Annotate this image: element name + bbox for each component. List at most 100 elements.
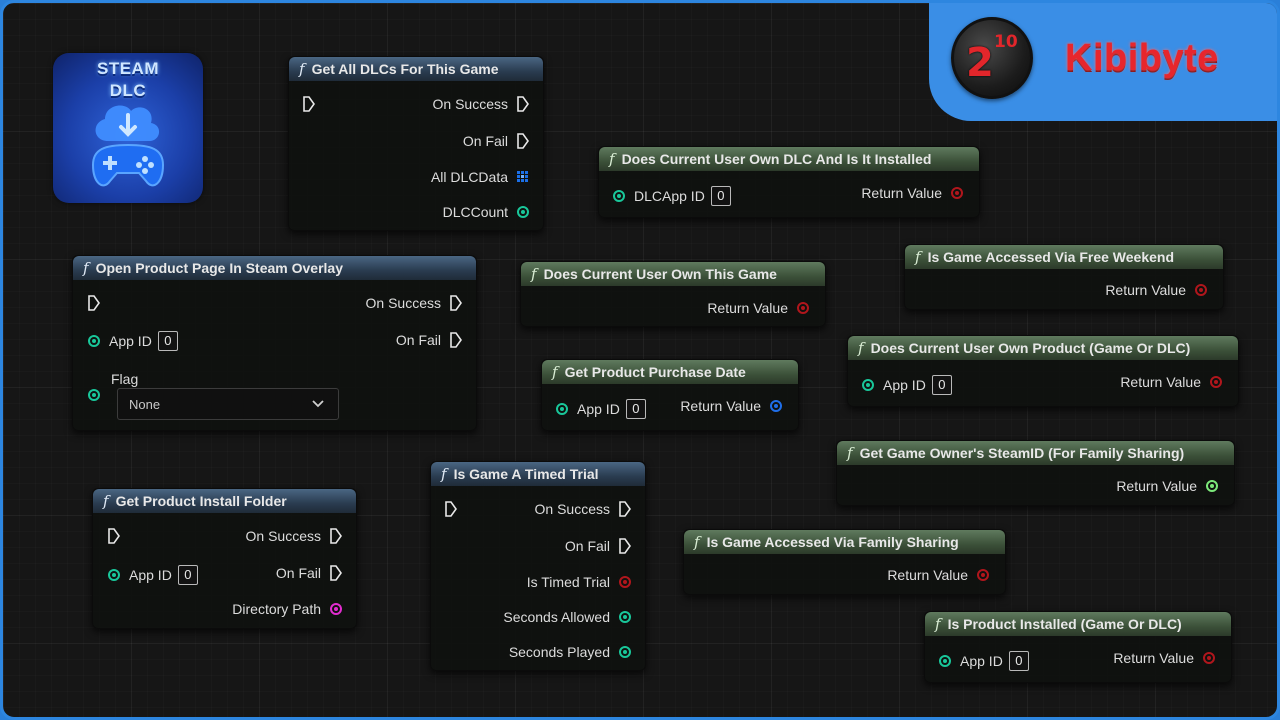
node-header[interactable]: f Is Game Accessed Via Free Weekend <box>905 245 1223 269</box>
on-fail-pin[interactable]: On Fail <box>463 130 529 152</box>
app-id-input[interactable]: 0 <box>1008 651 1029 671</box>
exec-in-pin[interactable] <box>88 292 100 314</box>
data-pin-icon <box>939 655 951 667</box>
return-value-pin[interactable]: Return Value <box>1116 475 1218 497</box>
return-value-pin[interactable]: Return Value <box>861 182 963 204</box>
pin-label: App ID <box>129 567 172 583</box>
flag-pin[interactable] <box>88 384 100 406</box>
data-pin-icon <box>619 611 631 623</box>
node-purchase-date[interactable]: f Get Product Purchase Date App ID 0 Ret… <box>541 359 799 431</box>
on-success-pin[interactable]: On Success <box>366 292 462 314</box>
node-header[interactable]: f Get Product Install Folder <box>93 489 356 513</box>
function-icon: f <box>935 615 941 633</box>
node-family-sharing[interactable]: f Is Game Accessed Via Family Sharing Re… <box>683 529 1006 595</box>
data-pin-icon <box>1203 652 1215 664</box>
node-header[interactable]: f Get All DLCs For This Game <box>289 57 543 81</box>
on-success-pin[interactable]: On Success <box>433 93 529 115</box>
node-header[interactable]: f Does Current User Own DLC And Is It In… <box>599 147 979 171</box>
dlc-count-pin[interactable]: DLCCount <box>443 201 529 223</box>
node-get-install-folder[interactable]: f Get Product Install Folder On Success … <box>92 488 357 629</box>
app-id-input[interactable]: 0 <box>177 565 198 585</box>
data-pin-icon <box>862 379 874 391</box>
node-title: Get All DLCs For This Game <box>311 61 499 77</box>
exec-in-pin[interactable] <box>108 525 120 547</box>
is-timed-trial-pin[interactable]: Is Timed Trial <box>527 571 631 593</box>
directory-path-pin[interactable]: Directory Path <box>232 598 342 620</box>
node-header[interactable]: f Open Product Page In Steam Overlay <box>73 256 476 280</box>
on-fail-pin[interactable]: On Fail <box>565 535 631 557</box>
pin-label: Return Value <box>1105 282 1186 298</box>
node-header[interactable]: f Is Game A Timed Trial <box>431 462 645 486</box>
data-pin-icon <box>951 187 963 199</box>
node-owns-game[interactable]: f Does Current User Own This Game Return… <box>520 261 826 327</box>
node-header[interactable]: f Does Current User Own This Game <box>521 262 825 286</box>
node-header[interactable]: f Get Product Purchase Date <box>542 360 798 384</box>
node-timed-trial[interactable]: f Is Game A Timed Trial On Success On Fa… <box>430 461 646 671</box>
node-open-product-page[interactable]: f Open Product Page In Steam Overlay On … <box>72 255 477 431</box>
app-id-pin[interactable]: App ID 0 <box>108 564 198 586</box>
on-success-pin[interactable]: On Success <box>246 525 342 547</box>
node-title: Is Game Accessed Via Free Weekend <box>927 249 1174 265</box>
seconds-played-pin[interactable]: Seconds Played <box>509 641 631 663</box>
data-pin-icon <box>619 576 631 588</box>
node-free-weekend[interactable]: f Is Game Accessed Via Free Weekend Retu… <box>904 244 1224 310</box>
app-id-pin[interactable]: App ID 0 <box>862 374 952 396</box>
pin-label: DLCCount <box>442 204 508 220</box>
app-id-input[interactable]: 0 <box>931 375 952 395</box>
app-id-input[interactable]: 0 <box>157 331 178 351</box>
pin-label: Return Value <box>680 398 761 414</box>
return-value-pin[interactable]: Return Value <box>1120 371 1222 393</box>
app-id-pin[interactable]: App ID 0 <box>939 650 1029 672</box>
return-value-pin[interactable]: Return Value <box>1105 279 1207 301</box>
on-fail-pin[interactable]: On Fail <box>396 329 462 351</box>
node-product-installed[interactable]: f Is Product Installed (Game Or DLC) App… <box>924 611 1232 683</box>
return-value-pin[interactable]: Return Value <box>707 297 809 319</box>
steam-logo-line2: DLC <box>109 81 147 100</box>
exec-in-pin[interactable] <box>303 93 315 115</box>
pin-label: On Success <box>365 295 441 311</box>
node-header[interactable]: f Is Product Installed (Game Or DLC) <box>925 612 1231 636</box>
function-icon: f <box>103 492 109 510</box>
pin-label: App ID <box>577 401 620 417</box>
on-success-pin[interactable]: On Success <box>535 498 631 520</box>
pin-label: On Fail <box>395 332 441 348</box>
exec-in-pin[interactable] <box>445 498 457 520</box>
app-id-pin[interactable]: App ID 0 <box>556 398 646 420</box>
node-owns-product[interactable]: f Does Current User Own Product (Game Or… <box>847 335 1239 407</box>
node-owner-steamid[interactable]: f Get Game Owner's SteamID (For Family S… <box>836 440 1235 506</box>
dlc-app-id-pin[interactable]: DLCApp ID 0 <box>613 185 731 207</box>
exec-pin-icon <box>517 96 529 112</box>
pin-label: On Fail <box>564 538 610 554</box>
app-id-pin[interactable]: App ID 0 <box>88 330 178 352</box>
node-header[interactable]: f Does Current User Own Product (Game Or… <box>848 336 1238 360</box>
pin-label: Return Value <box>707 300 788 316</box>
pin-label: On Success <box>534 501 610 517</box>
exec-pin-icon <box>108 528 120 544</box>
all-dlc-data-pin[interactable]: All DLCData <box>431 166 529 188</box>
pin-label: On Fail <box>275 565 321 581</box>
function-icon: f <box>847 444 853 462</box>
node-header[interactable]: f Is Game Accessed Via Family Sharing <box>684 530 1005 554</box>
dlc-app-id-input[interactable]: 0 <box>710 186 731 206</box>
pin-label: Return Value <box>861 185 942 201</box>
return-value-pin[interactable]: Return Value <box>680 395 782 417</box>
flag-dropdown[interactable]: None <box>117 388 339 420</box>
return-value-pin[interactable]: Return Value <box>1113 647 1215 669</box>
node-title: Does Current User Own This Game <box>543 266 777 282</box>
logo-base: 2 <box>966 40 994 86</box>
brand-banner: 2 10 Kibibyte <box>929 3 1277 121</box>
node-header[interactable]: f Get Game Owner's SteamID (For Family S… <box>837 441 1234 465</box>
data-pin-icon <box>770 400 782 412</box>
return-value-pin[interactable]: Return Value <box>887 564 989 586</box>
node-get-all-dlcs[interactable]: f Get All DLCs For This Game On Success … <box>288 56 544 231</box>
app-id-input[interactable]: 0 <box>625 399 646 419</box>
on-fail-pin[interactable]: On Fail <box>276 562 342 584</box>
exec-pin-icon <box>619 501 631 517</box>
pin-label: Return Value <box>1113 650 1194 666</box>
kibibyte-logo-icon: 2 10 <box>951 17 1033 99</box>
exec-pin-icon <box>88 295 100 311</box>
seconds-allowed-pin[interactable]: Seconds Allowed <box>503 606 631 628</box>
node-owns-dlc-installed[interactable]: f Does Current User Own DLC And Is It In… <box>598 146 980 218</box>
function-icon: f <box>531 265 537 283</box>
